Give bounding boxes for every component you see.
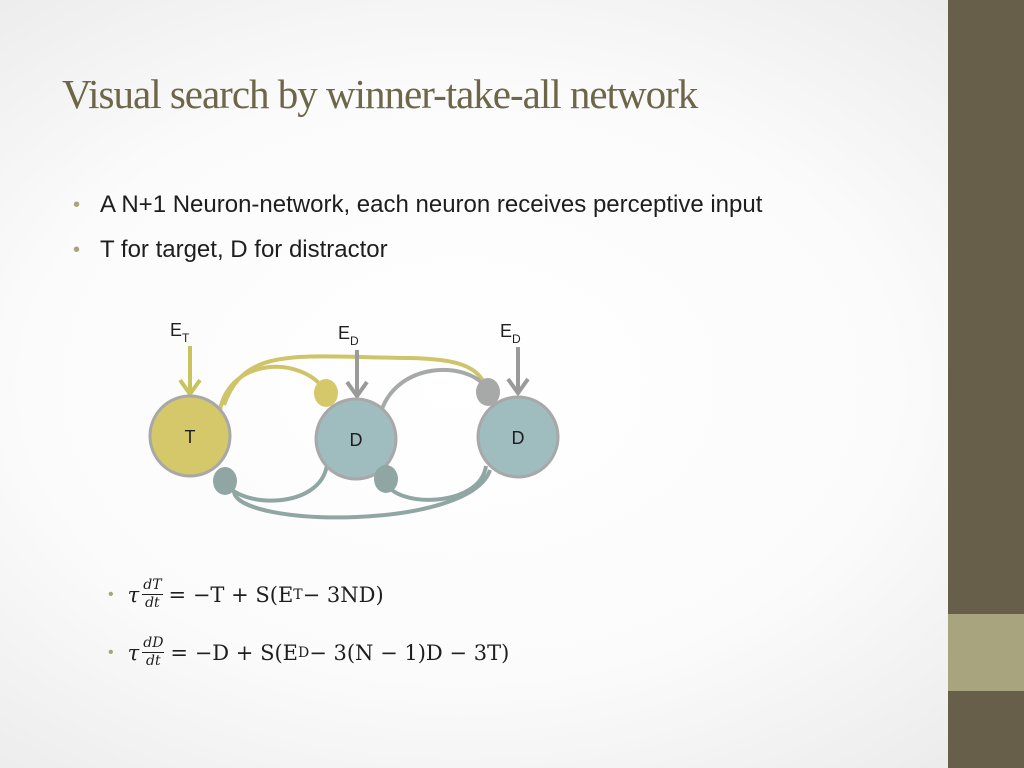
fraction-denominator: dt bbox=[146, 653, 161, 669]
tau-symbol: τ bbox=[127, 582, 140, 607]
equation-subscript: D bbox=[297, 644, 310, 661]
connection-d1-to-d2 bbox=[378, 368, 490, 416]
connection-d1-to-t bbox=[224, 464, 329, 503]
bullet-text: A N+1 Neuron-network, each neuron receiv… bbox=[100, 191, 763, 218]
bullet-dot-icon: • bbox=[108, 643, 114, 661]
slide-title: Visual search by winner-take-all network bbox=[62, 71, 698, 117]
input-label-et: ET bbox=[170, 320, 190, 345]
fraction-numerator: dD bbox=[142, 635, 165, 653]
bullet-dot-icon: • bbox=[73, 194, 81, 216]
fraction-denominator: dt bbox=[145, 595, 160, 611]
equation-rhs: = −T + S(E bbox=[168, 582, 294, 607]
connection-t-to-d1 bbox=[218, 364, 327, 411]
synapse-on-t bbox=[213, 467, 237, 495]
synapse-on-d1-bottom bbox=[374, 465, 398, 493]
input-arrow-d1 bbox=[345, 350, 369, 400]
equation-rest: − 3ND) bbox=[302, 582, 384, 607]
fraction-numerator: dT bbox=[142, 577, 163, 595]
neuron-label: D bbox=[350, 430, 363, 450]
equation-subscript: T bbox=[293, 586, 303, 603]
neuron-label: D bbox=[512, 428, 525, 448]
derivative-fraction: dT dt bbox=[142, 577, 163, 611]
bullet-dot-icon: • bbox=[73, 239, 81, 261]
input-label-ed: ED bbox=[500, 321, 521, 346]
bullet-dot-icon: • bbox=[108, 585, 114, 603]
bullet-list: • A N+1 Neuron-network, each neuron recei… bbox=[72, 186, 872, 276]
equation-rhs: = −D + S(E bbox=[170, 640, 298, 665]
synapse-on-d1 bbox=[314, 379, 338, 407]
connection-t-to-d2 bbox=[222, 354, 489, 406]
synapse-on-d2 bbox=[476, 378, 500, 406]
neuron-distractor-2 bbox=[476, 395, 560, 479]
bullet-item: • A N+1 Neuron-network, each neuron recei… bbox=[72, 186, 872, 224]
bullet-item: • T for target, D for distractor bbox=[72, 231, 872, 269]
sidebar-accent bbox=[948, 614, 1024, 691]
input-arrow-d2 bbox=[506, 347, 530, 397]
derivative-fraction: dD dt bbox=[142, 635, 165, 669]
tau-symbol: τ bbox=[127, 640, 140, 665]
neuron-distractor-1 bbox=[314, 397, 398, 481]
bullet-text: T for target, D for distractor bbox=[100, 236, 388, 263]
neuron-target bbox=[148, 394, 232, 478]
neuron-label: T bbox=[185, 427, 196, 447]
connection-d2-to-d1 bbox=[384, 465, 488, 502]
equation-rest: − 3(N − 1)D − 3T) bbox=[309, 640, 510, 665]
input-arrow-t bbox=[178, 346, 202, 398]
input-label-ed: ED bbox=[338, 323, 359, 348]
